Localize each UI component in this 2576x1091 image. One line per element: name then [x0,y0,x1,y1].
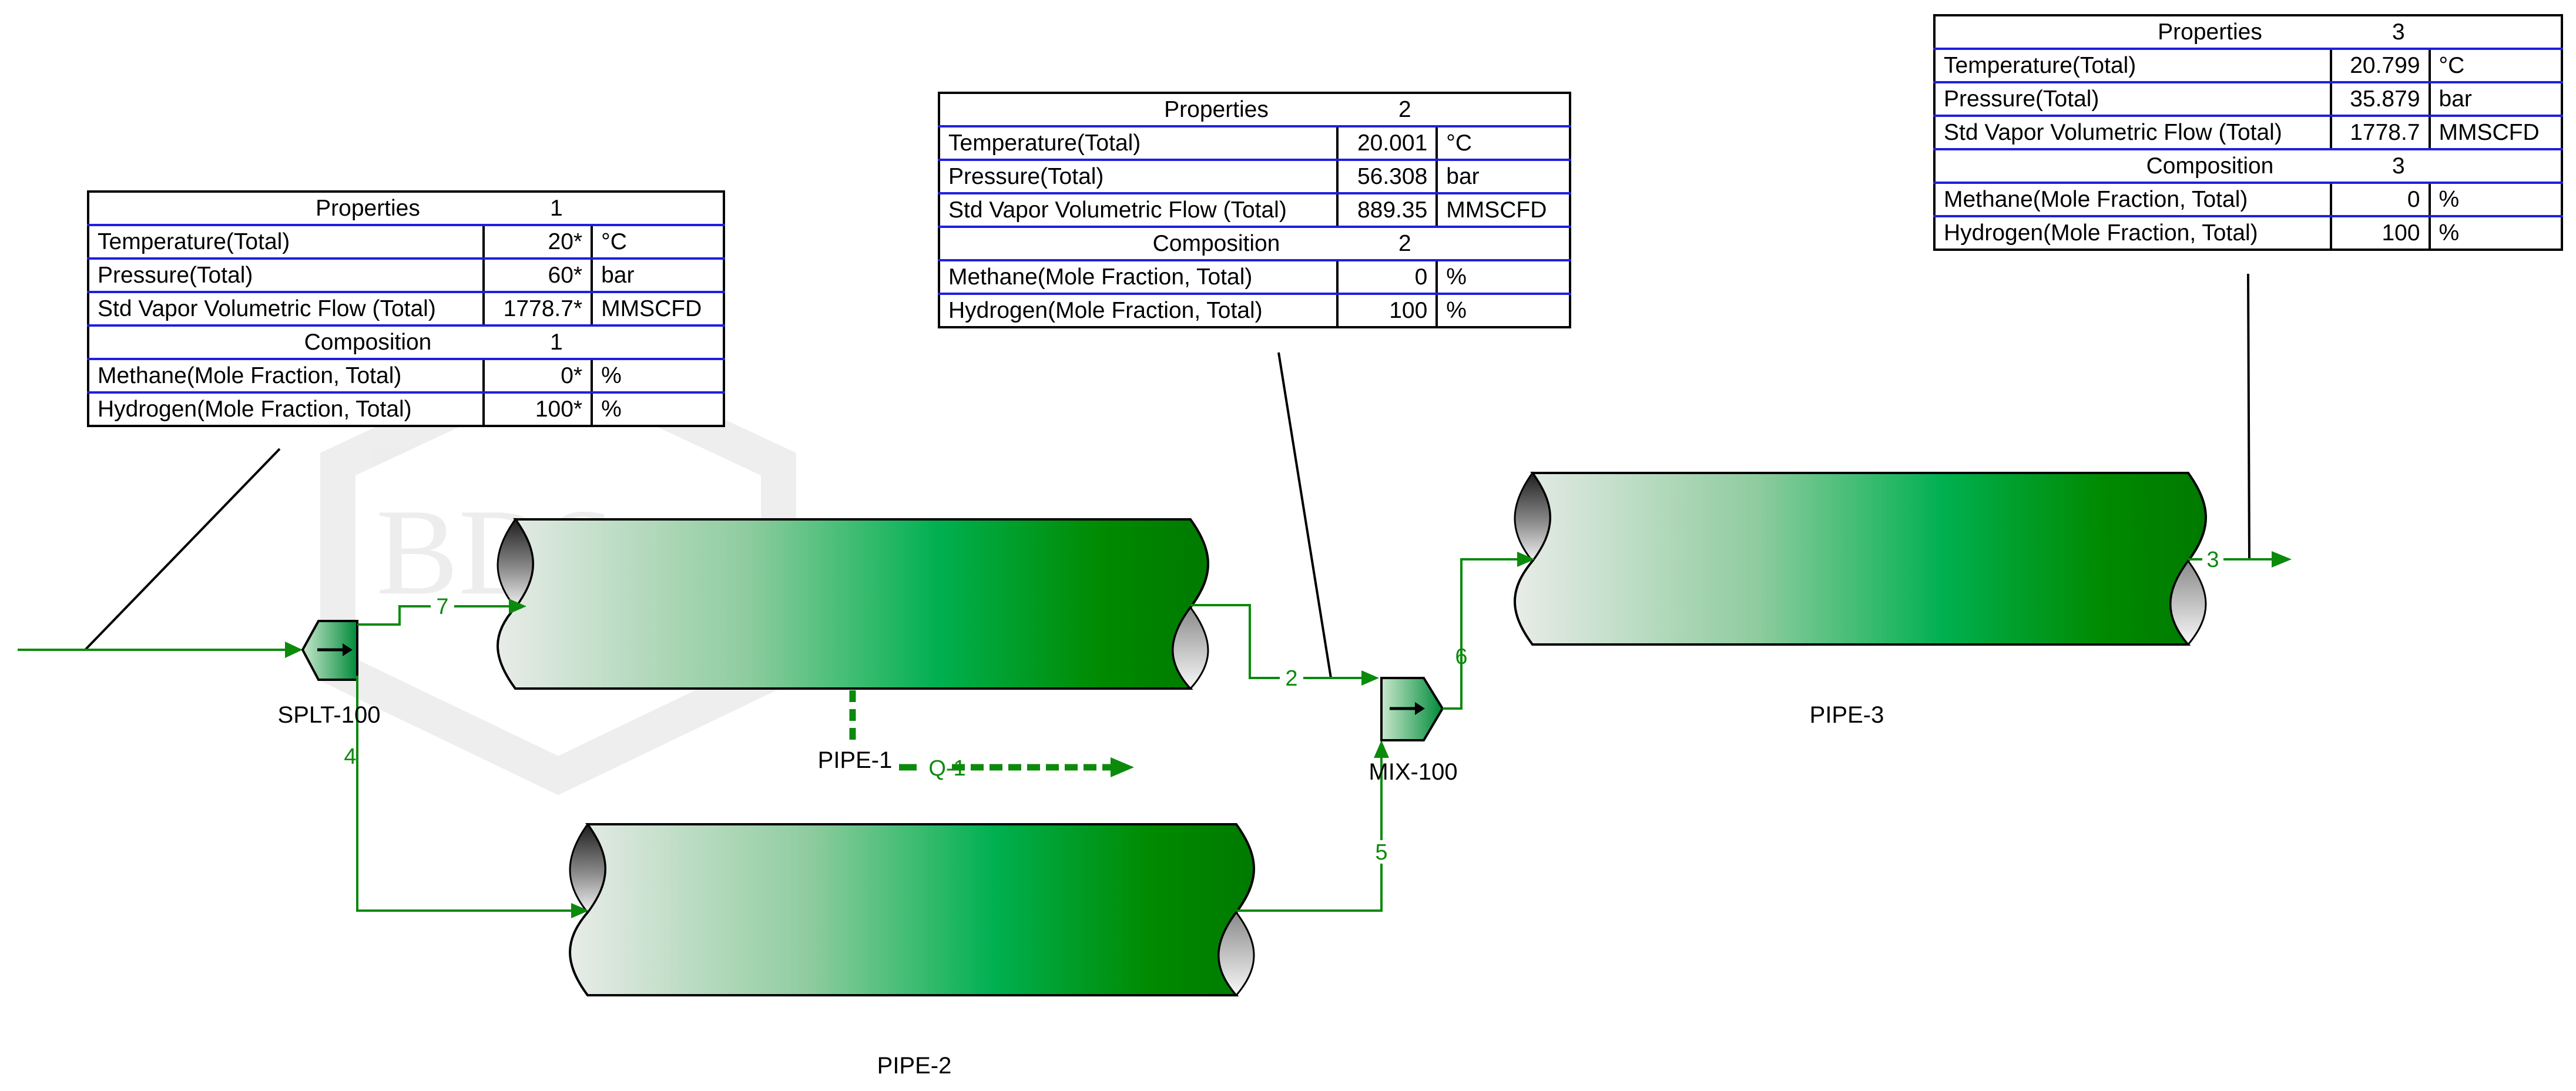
table-row: Hydrogen(Mole Fraction, Total)100*% [88,392,724,426]
stream-4[interactable]: 4 [344,676,589,918]
splitter-label: SPLT-100 [278,702,381,728]
stream-2[interactable]: 2 [1190,604,1379,691]
energy-stream-q1-label: Q-1 [928,756,965,781]
leader-line-table-2 [1277,352,1332,679]
stream-5[interactable]: 5 [1236,740,1394,912]
stream-7-label: 7 [436,595,448,619]
table-row: Hydrogen(Mole Fraction, Total)100% [1934,216,2562,250]
pipe-1-label: PIPE-1 [818,747,893,773]
pipe-3[interactable] [1514,471,2207,646]
table-row: Methane(Mole Fraction, Total)0% [1934,183,2562,217]
stream-3-label: 3 [2206,548,2219,572]
splitter[interactable] [301,620,358,681]
stream-4-label: 4 [344,744,356,769]
table-row: Temperature(Total)20.001°C [939,126,1570,161]
energy-stream-q1[interactable]: Q-1 [849,690,1134,781]
stream-5-label: 5 [1375,840,1387,865]
table-row: Temperature(Total)20*°C [88,225,724,260]
pipe-2-label: PIPE-2 [877,1053,952,1079]
leader-line-table-1 [84,448,281,651]
table-row: Temperature(Total)20.799°C [1934,49,2562,83]
mixer[interactable] [1380,677,1444,741]
table-row: Pressure(Total)60*bar [88,259,724,293]
leader-line-table-3 [2247,273,2250,559]
stream-2-label: 2 [1285,666,1297,691]
table-row: Methane(Mole Fraction, Total)0*% [88,359,724,394]
stream-1[interactable] [18,642,303,658]
stream-6[interactable]: 6 [1443,552,1535,710]
pipe-1[interactable] [497,518,1209,690]
table-row: Methane(Mole Fraction, Total)0% [939,260,1570,295]
mixer-label: MIX-100 [1368,759,1457,785]
stream-7[interactable]: 7 [357,595,526,626]
table-row: Std Vapor Volumetric Flow (Total)1778.7*… [88,292,724,327]
stream-3[interactable]: 3 [2188,548,2292,572]
pipe-2[interactable] [569,823,1255,997]
pipe-3-label: PIPE-3 [1810,702,1884,728]
stream-6-label: 6 [1455,644,1467,669]
table-row: Hydrogen(Mole Fraction, Total)100% [939,294,1570,327]
